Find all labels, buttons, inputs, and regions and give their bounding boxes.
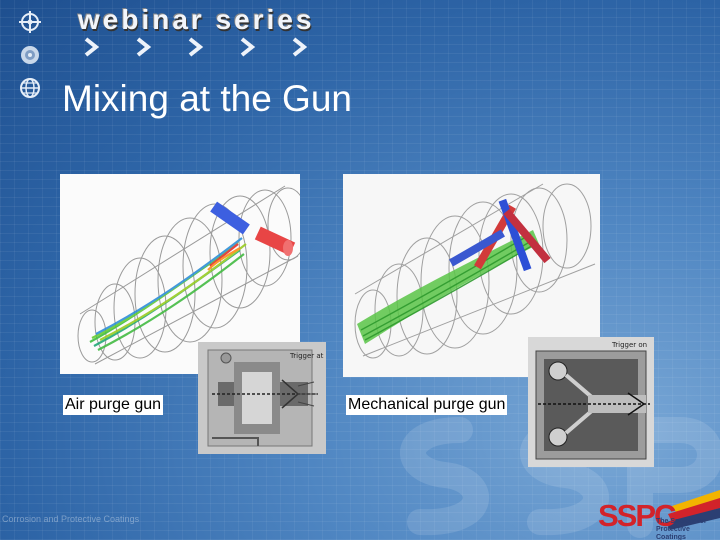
chevron-right-icon xyxy=(188,37,204,57)
sspc-mark-text: SSPC xyxy=(598,498,676,533)
logo-tagline-line-2: Protective Coatings xyxy=(656,526,690,540)
logo-tagline-line-1: The Society for xyxy=(656,518,707,525)
mechanical-purge-caption: Mechanical purge gun xyxy=(346,395,508,415)
webinar-series-logo: webinar series xyxy=(78,4,315,35)
footer-watermark-text: Corrosion and Protective Coatings xyxy=(2,514,140,524)
crosshair-icon xyxy=(19,11,41,33)
chevron-right-icon xyxy=(240,37,256,57)
air-purge-caption: Air purge gun xyxy=(63,395,164,415)
trigger-label: Trigger at xyxy=(289,352,324,360)
mechanical-purge-detail-image: Trigger on xyxy=(528,337,654,467)
sspc-logo-mark: SSPC xyxy=(598,490,720,533)
air-purge-detail-image: Trigger at xyxy=(198,342,326,454)
chevron-right-icon xyxy=(292,37,308,57)
logo-tagline: The Society for Protective Coatings xyxy=(656,518,720,540)
trigger-label: Trigger on xyxy=(611,341,647,349)
globe-icon xyxy=(20,78,40,98)
slide-title: Mixing at the Gun xyxy=(62,78,352,119)
chevron-right-icon xyxy=(136,37,152,57)
sspc-logo: SSPC The Society for Protective Coatings xyxy=(596,486,720,540)
air-purge-gun-image xyxy=(60,174,300,374)
chevron-right-icon xyxy=(84,37,100,57)
mechanical-purge-gun-image xyxy=(343,174,600,377)
target-icon xyxy=(21,46,39,64)
